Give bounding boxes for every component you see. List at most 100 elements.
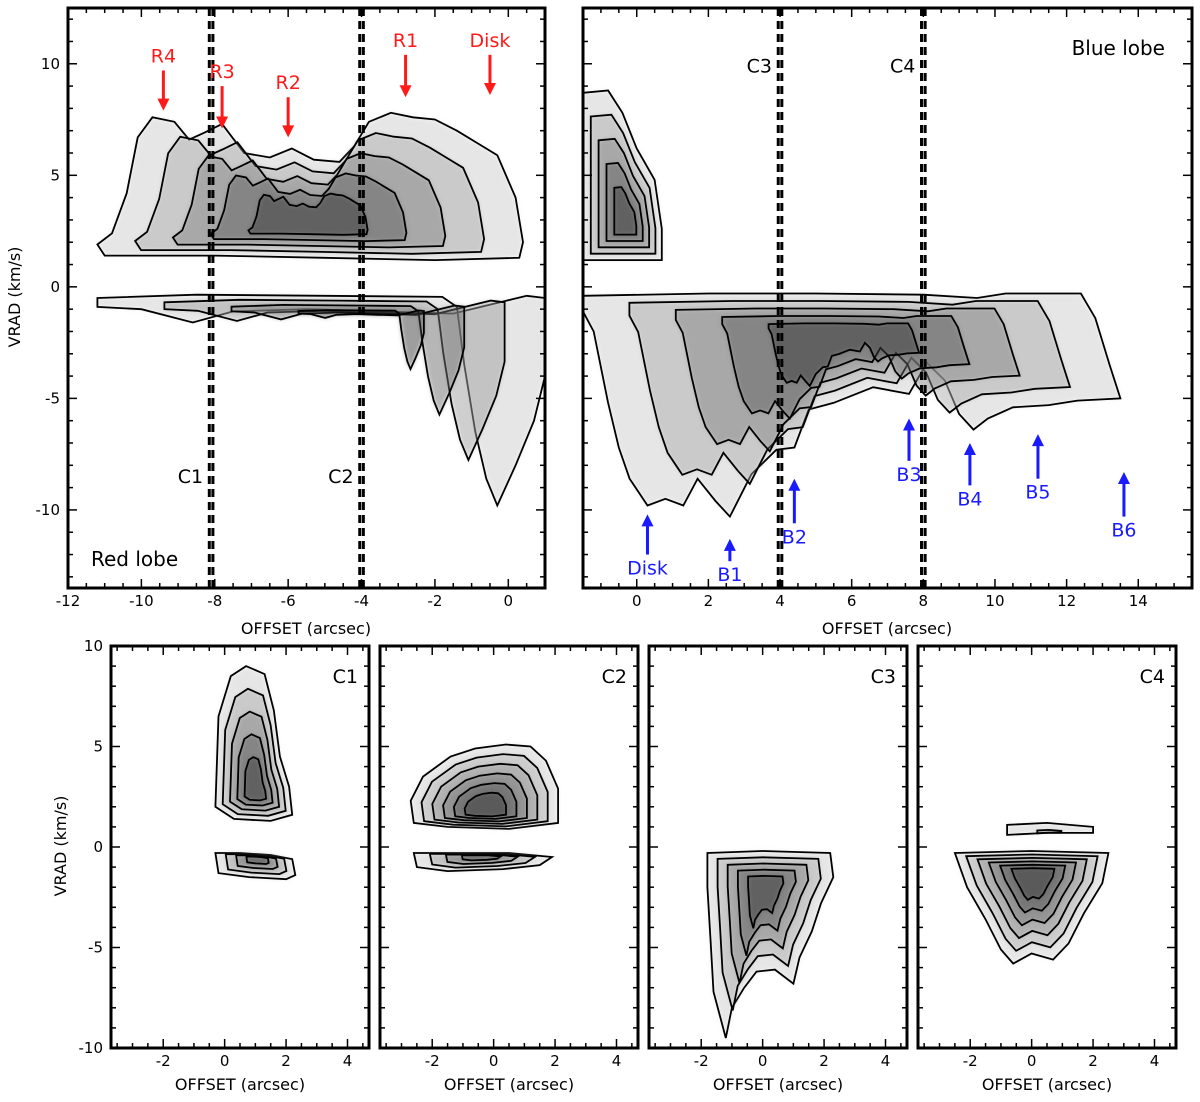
- marker-arrowhead-B1: [723, 538, 736, 551]
- x-tick-label: 4: [612, 1052, 622, 1070]
- axes-frame-c2: [378, 644, 640, 1050]
- intensity-layer: [231, 304, 465, 415]
- contour-line: [597, 137, 650, 249]
- contour-line: [243, 756, 268, 802]
- contour-line: [209, 172, 408, 243]
- contour-line: [230, 303, 466, 417]
- contour-line: [953, 850, 1110, 965]
- panel-cut-c1: VRAD (km/s) OFFSET (arcsec) C1: [51, 666, 358, 1094]
- contour-line: [171, 152, 447, 249]
- x-tick-label: 8: [919, 592, 929, 610]
- marker-label-Disk: Disk: [470, 30, 511, 52]
- marker-arrowhead-R4: [157, 98, 170, 111]
- x-tick-label: 4: [343, 1052, 353, 1070]
- x-tick-label: 2: [1088, 1052, 1098, 1070]
- contour-line: [767, 322, 921, 388]
- cut-label-C4: C4: [890, 56, 915, 78]
- panel-cut-c4: OFFSET (arcsec) C4: [982, 666, 1165, 1094]
- y-tick-label: 0: [93, 838, 103, 856]
- y-tick-label: 10: [84, 637, 103, 655]
- x-axis-label-red: OFFSET (arcsec): [241, 619, 371, 638]
- x-tick-label: 2: [819, 1052, 829, 1070]
- contour-line: [229, 710, 281, 812]
- x-tick-label: 6: [847, 592, 857, 610]
- marker-arrowhead-B3: [902, 418, 915, 431]
- y-tick-label: 0: [50, 278, 60, 296]
- y-tick-label: -10: [36, 501, 61, 519]
- contour-line: [420, 753, 549, 828]
- x-tick-label: -2: [963, 1052, 978, 1070]
- marker-arrowhead-B2: [788, 478, 801, 491]
- contour-line: [674, 307, 1021, 453]
- contour-line: [987, 860, 1078, 927]
- x-axis-label-c3: OFFSET (arcsec): [713, 1075, 843, 1094]
- x-tick-label: 10: [985, 592, 1004, 610]
- contour-line: [583, 89, 663, 262]
- x-tick-label: 0: [758, 1052, 768, 1070]
- contour-line: [706, 850, 835, 1039]
- contour-line: [976, 856, 1088, 940]
- x-axis-label-blue: OFFSET (arcsec): [822, 619, 952, 638]
- contour-line: [214, 665, 294, 822]
- x-tick-label: 14: [1129, 592, 1148, 610]
- x-tick-label: 2: [281, 1052, 291, 1070]
- y-tick-label: 10: [41, 55, 60, 73]
- x-tick-label: -12: [56, 592, 81, 610]
- x-tick-label: 0: [504, 592, 514, 610]
- contour-line: [163, 298, 506, 463]
- axes-frame-c4: [916, 644, 1178, 1050]
- panel-label-red: Red lobe: [91, 547, 178, 571]
- marker-label-B3: B3: [896, 464, 921, 486]
- marker-label-Disk: Disk: [627, 558, 668, 580]
- x-tick-label: 4: [881, 1052, 891, 1070]
- panel-label-c1: C1: [333, 666, 358, 688]
- panel-cut-c3: OFFSET (arcsec) C3: [713, 666, 896, 1094]
- envelope-red-red: [96, 111, 524, 262]
- plot-area-c4: [953, 821, 1110, 965]
- y-tick-label: -5: [45, 389, 60, 407]
- panel-label-c3: C3: [871, 666, 896, 688]
- intensity-layer: [298, 310, 424, 370]
- envelope-blue-c1: [214, 852, 297, 881]
- contour-line: [431, 762, 539, 825]
- marker-arrowhead-R3: [216, 116, 229, 129]
- envelope-blue-red: [96, 293, 545, 508]
- contour-line: [452, 782, 518, 820]
- plot-area-c1: [214, 665, 297, 881]
- x-tick-label: 2: [704, 592, 714, 610]
- contour-line: [214, 852, 297, 881]
- contour-line: [613, 186, 638, 236]
- contour-line: [442, 772, 528, 823]
- cut-label-C3: C3: [747, 56, 772, 78]
- x-tick-label: 0: [220, 1052, 230, 1070]
- contour-line: [460, 854, 504, 862]
- marker-label-B5: B5: [1025, 482, 1050, 504]
- contour-line: [998, 863, 1067, 914]
- envelope-blue-c2: [412, 852, 555, 873]
- x-tick-label: -2: [156, 1052, 171, 1070]
- contour-line: [605, 162, 644, 242]
- envelope-blue-c4: [953, 850, 1110, 965]
- envelope-red-c4: [1006, 821, 1094, 836]
- intensity-layer: [614, 187, 637, 235]
- envelope-red-c2: [409, 743, 559, 830]
- y-tick-label: -5: [88, 939, 103, 957]
- intensity-layer: [768, 323, 920, 386]
- panel-label-blue: Blue lobe: [1072, 36, 1165, 60]
- plot-area-c3: [706, 850, 835, 1039]
- contour-line: [96, 111, 524, 262]
- marker-label-R1: R1: [393, 30, 418, 52]
- y-tick-label: 5: [93, 738, 103, 756]
- x-axis-label-c4: OFFSET (arcsec): [982, 1075, 1112, 1094]
- x-tick-label: 4: [1150, 1052, 1160, 1070]
- contour-line: [628, 300, 1072, 486]
- marker-label-R4: R4: [151, 45, 176, 67]
- y-axis-label-red: VRAD (km/s): [5, 247, 24, 348]
- contour-line: [297, 309, 425, 372]
- y-tick-label: 5: [50, 166, 60, 184]
